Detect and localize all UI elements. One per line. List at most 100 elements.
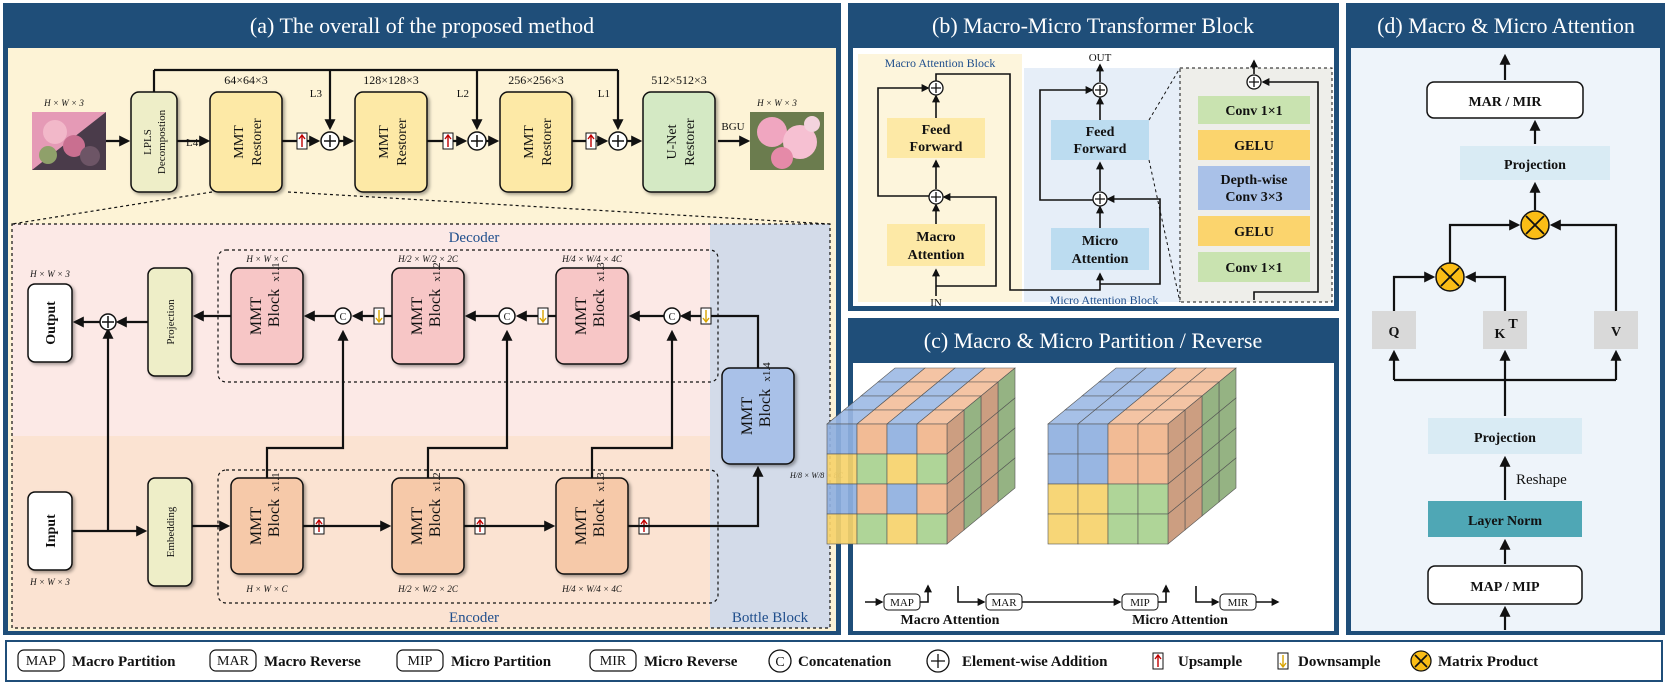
micro-feed-forward <box>1051 120 1149 160</box>
encoder-block-3-block: Block <box>591 499 608 537</box>
micro-partition-cube <box>1047 367 1237 545</box>
ffn-gelu-top <box>1198 130 1310 160</box>
decoder-block-1-mmt: MMT <box>248 297 265 335</box>
v-box <box>1594 311 1638 349</box>
decoder-dim-3: H/4 × W/4 × 4C <box>561 254 623 264</box>
decoder-block-2-block: Block <box>427 289 444 327</box>
encoder-block-3-count: x1.3 <box>595 472 607 492</box>
decoder-downsample-1 <box>373 307 385 325</box>
projection-top-box <box>1460 146 1610 180</box>
legend-text-5: Concatenation <box>798 654 892 670</box>
legend-downsample-icon <box>1277 652 1289 670</box>
encoder-block-2-mmt: MMT <box>409 507 426 545</box>
k-label: K <box>1495 327 1506 342</box>
k-transpose-sup: T <box>1508 317 1518 332</box>
legend-text-6: Element-wise Addition <box>962 654 1108 670</box>
macro-ff-l2: Forward <box>910 140 963 155</box>
decoder-block-1-block: Block <box>266 289 283 327</box>
decoder-block-3-count: x1.3 <box>595 262 607 282</box>
micro-att-l1: Micro <box>1082 234 1118 249</box>
panel-c-title: (c) Macro & Micro Partition / Reverse <box>924 328 1262 353</box>
ffn-add <box>1246 74 1262 90</box>
concat-node-1: C <box>334 307 352 325</box>
projection-bottom-box <box>1428 418 1582 454</box>
concat-node-3: C <box>663 307 681 325</box>
restorer-1-dim: 64×64×3 <box>224 73 268 87</box>
q-label: Q <box>1389 325 1400 340</box>
decoder-block-1-count: x1.1 <box>270 262 282 281</box>
pipeline-upsample-2 <box>442 132 454 150</box>
macro-att-l2: Attention <box>908 248 965 263</box>
legend-item-6: Element-wise Addition <box>926 649 1108 673</box>
micro-ff-l1: Feed <box>1086 125 1115 140</box>
encoder-block-1-count: x1.1 <box>270 472 282 491</box>
level-l3: L3 <box>310 88 323 100</box>
macro-attention-box <box>887 224 985 266</box>
mar-mir-label: MAR / MIR <box>1468 95 1542 110</box>
panel-a-title: (a) The overall of the proposed method <box>250 13 594 38</box>
concat-node-2-text: C <box>504 312 511 323</box>
legend-key-1: MAP <box>26 654 57 669</box>
map-mip-label: MAP / MIP <box>1470 580 1540 595</box>
pipeline-add-1 <box>320 131 340 151</box>
legend-item-5: C Concatenation <box>768 649 892 673</box>
encoder-dim-1: H × W × C <box>245 584 288 594</box>
restorer-2-l1: MMT <box>377 125 392 159</box>
ffn-conv1x1-bottom <box>1198 252 1310 282</box>
embedding-box <box>147 477 193 587</box>
legend-concat-icon <box>768 649 792 673</box>
macro-ff-l1: Feed <box>922 123 951 138</box>
legend-text-4: Micro Reverse <box>644 654 738 670</box>
projection-label: Projection <box>165 299 177 345</box>
k-box <box>1483 311 1527 349</box>
level-l4: L4 <box>186 137 199 149</box>
concat-node-3-text: C <box>669 312 676 323</box>
pipeline-in-dim: H × W × 3 <box>43 98 84 108</box>
pipeline-upsample-3 <box>585 132 597 150</box>
micro-block-label: Micro Attention Block <box>1050 293 1159 307</box>
decoder-block-3-mmt: MMT <box>573 297 590 335</box>
legend-frame <box>5 640 1663 682</box>
c-micro-caption: Micro Attention <box>1132 613 1228 628</box>
decoder-label: Decoder <box>449 230 500 246</box>
restorer-1-l2: Restorer <box>250 118 265 166</box>
lpls-decomposition-box <box>130 91 178 193</box>
pipeline-add-3 <box>608 131 628 151</box>
bottle-label: Bottle Block <box>732 610 809 626</box>
macro-feed-forward <box>887 118 985 158</box>
output-label: Output <box>44 301 59 345</box>
bottle-block-block: Block <box>757 389 774 427</box>
decoder-downsample-2 <box>537 307 549 325</box>
output-dim: H × W × 3 <box>29 269 70 279</box>
micro-add-2 <box>1092 82 1108 98</box>
matrix-product-top <box>1520 210 1550 240</box>
legend-text-8: Downsample <box>1298 654 1381 670</box>
restorer-3-l1: MMT <box>522 125 537 159</box>
restorer-2-dim: 128×128×3 <box>363 73 419 87</box>
out-label: OUT <box>1089 52 1112 64</box>
macro-att-l1: Macro <box>916 230 955 245</box>
encoder-block-1-mmt: MMT <box>248 507 265 545</box>
restorer-1-l1: MMT <box>232 125 247 159</box>
c-map-text: MAP <box>890 597 914 609</box>
ffn-dwconv-l2: Conv 3×3 <box>1225 190 1282 205</box>
legend-tag-1 <box>17 649 65 672</box>
decoder-dim-2: H/2 × W/2 × 2C <box>397 254 459 264</box>
concat-node-2: C <box>498 307 516 325</box>
output-box <box>27 283 73 363</box>
ffn-dwconv-l1: Depth-wise <box>1221 173 1288 188</box>
panel-d-title: (d) Macro & Micro Attention <box>1377 13 1635 38</box>
restorer-2-l2: Restorer <box>395 118 410 166</box>
legend-item-7: Upsample <box>1152 652 1243 670</box>
in-label: IN <box>930 297 942 309</box>
macro-block-label: Macro Attention Block <box>885 56 996 70</box>
restorer-3-dim: 256×256×3 <box>508 73 564 87</box>
restorer-4-dim: 512×512×3 <box>651 73 707 87</box>
legend-key-5: C <box>775 655 784 670</box>
restorer-3-l2: Restorer <box>540 118 555 166</box>
restorer-4-l2: Restorer <box>683 118 698 166</box>
